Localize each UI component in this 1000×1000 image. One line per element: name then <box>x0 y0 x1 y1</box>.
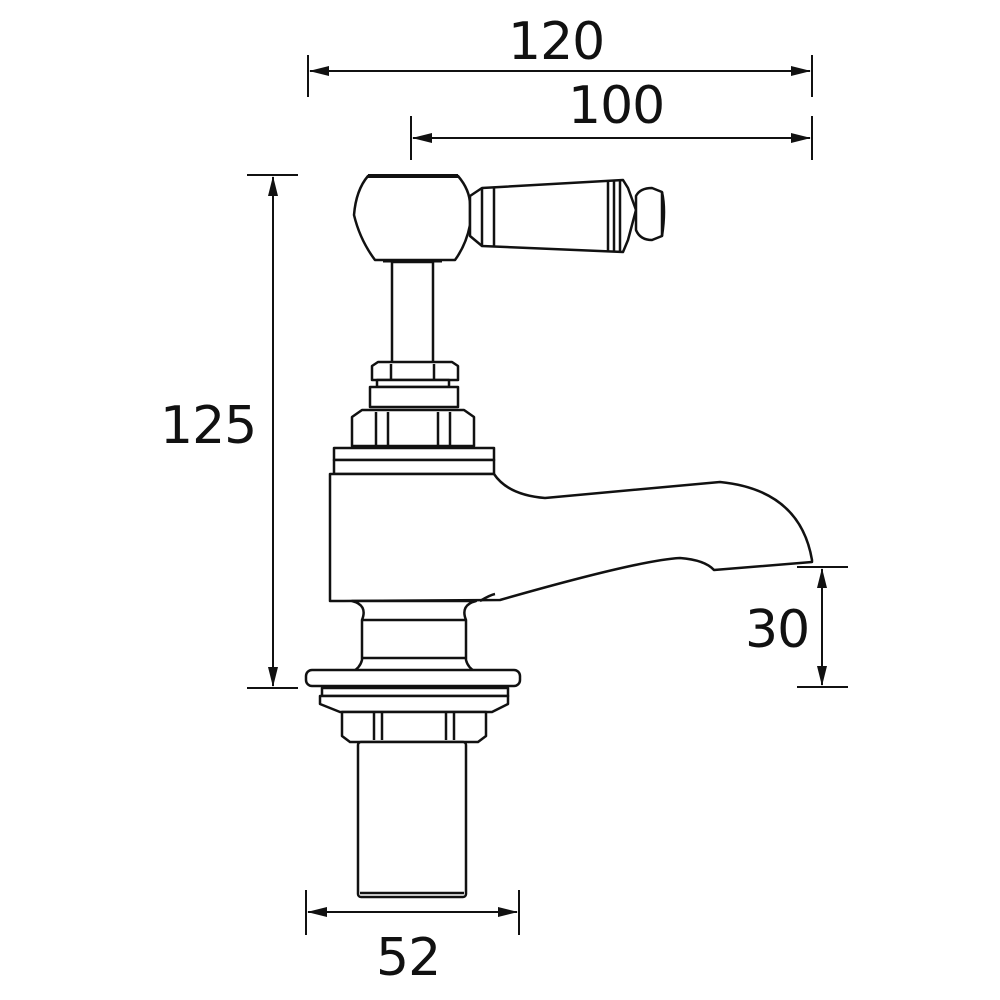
dimension-120-width <box>307 55 813 97</box>
back-nut <box>340 710 488 744</box>
top-nut <box>370 360 460 382</box>
lever-end-cap <box>634 186 666 242</box>
dimension-125-height <box>247 174 298 689</box>
dimension-52-width <box>305 890 520 935</box>
dimension-label-handle-reach: 100 <box>568 76 665 136</box>
base-flange <box>304 668 522 688</box>
headwork-nut <box>350 408 476 448</box>
dimension-30-height <box>797 566 848 688</box>
dimension-label-overall-width: 120 <box>508 12 605 72</box>
lever-handle <box>468 178 638 254</box>
dimension-label-spout-height: 30 <box>745 600 810 660</box>
dimension-label-overall-height: 125 <box>160 396 257 456</box>
spindle <box>390 260 435 366</box>
handle-hub <box>352 174 472 262</box>
body-neck <box>350 599 478 674</box>
tap-outline <box>304 174 814 899</box>
dimension-100-width <box>410 116 813 160</box>
dimension-label-base-width: 52 <box>376 928 441 988</box>
tail-shank <box>356 740 468 899</box>
tap-body-spout <box>328 472 814 603</box>
